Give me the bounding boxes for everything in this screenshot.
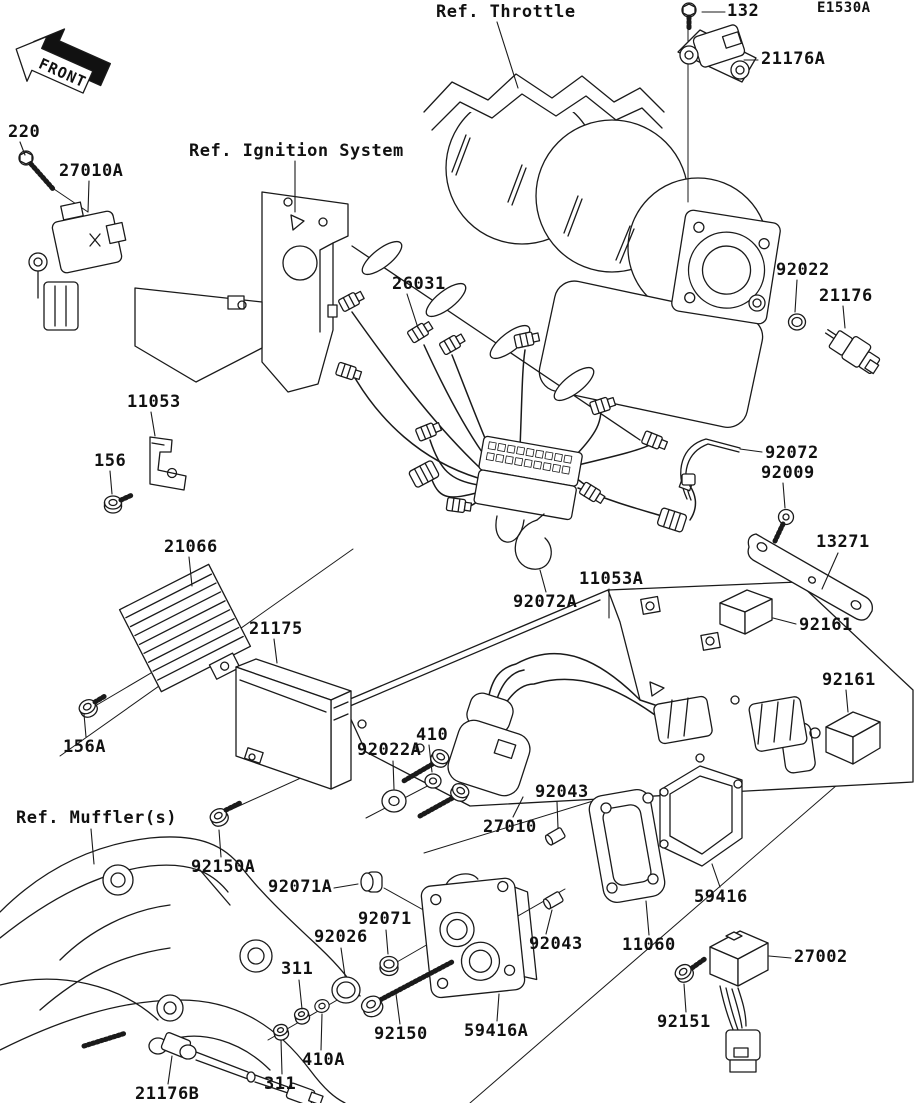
map-sensor-art (677, 2, 757, 203)
stay-13271-art (747, 533, 873, 621)
label-part-13271[interactable]: 13271 (816, 532, 870, 552)
label-part-21176[interactable]: 21176 (819, 286, 873, 306)
clamp-92072a-art (514, 513, 552, 570)
damper-92161-lower-art (825, 711, 881, 765)
wiring-harness-art (327, 288, 697, 543)
ignition-relay-art (18, 150, 127, 331)
muffler-art (0, 836, 361, 1103)
label-part-156[interactable]: 156 (94, 451, 127, 471)
label-ref-muffler: Ref. Muffler(s) (16, 808, 178, 828)
label-part-410a[interactable]: 410A (302, 1050, 345, 1070)
label-part-92072[interactable]: 92072 (765, 443, 819, 463)
label-part-27010a[interactable]: 27010A (59, 161, 124, 181)
sensor-21176-art (787, 313, 881, 375)
label-part-26031[interactable]: 26031 (392, 274, 446, 294)
small-fittings-art (271, 871, 399, 1043)
label-part-27010[interactable]: 27010 (483, 817, 537, 837)
label-part-11053[interactable]: 11053 (127, 392, 181, 412)
label-part-92150[interactable]: 92150 (374, 1024, 428, 1044)
label-part-59416a[interactable]: 59416A (464, 1021, 529, 1041)
label-part-92071[interactable]: 92071 (358, 909, 412, 929)
bracket-11053-art (103, 436, 187, 514)
gasket-11060-art (588, 789, 666, 903)
label-part-92022a[interactable]: 92022A (357, 740, 422, 760)
label-part-92043-lower[interactable]: 92043 (529, 934, 583, 954)
label-part-11060[interactable]: 11060 (622, 935, 676, 955)
label-part-311-upper[interactable]: 311 (281, 959, 314, 979)
label-part-410[interactable]: 410 (416, 725, 449, 745)
screw-92009-art (772, 508, 795, 544)
leader-lines (19, 11, 849, 1085)
label-part-311-lower[interactable]: 311 (264, 1074, 297, 1094)
label-ref-throttle: Ref. Throttle (436, 2, 576, 22)
starter-relay-27010-art (381, 652, 808, 819)
label-part-92161-upper[interactable]: 92161 (799, 615, 853, 635)
label-part-92150a[interactable]: 92150A (191, 857, 256, 877)
label-part-21176a[interactable]: 21176A (761, 49, 826, 69)
front-direction-arrow: FRONT (15, 28, 112, 94)
clamp-92072-art (678, 438, 741, 501)
label-part-92022[interactable]: 92022 (776, 260, 830, 280)
label-part-92071a[interactable]: 92071A (268, 877, 333, 897)
label-part-11053a[interactable]: 11053A (579, 569, 644, 589)
intake-manifold-art (351, 73, 781, 441)
sensor-21176b-art (148, 1032, 324, 1103)
label-part-27002[interactable]: 27002 (794, 947, 848, 967)
duct-59416-art (659, 765, 743, 867)
label-part-92026[interactable]: 92026 (314, 927, 368, 947)
damper-92161-upper-art (719, 589, 773, 635)
label-part-220[interactable]: 220 (8, 122, 41, 142)
label-part-21066[interactable]: 21066 (164, 537, 218, 557)
label-code-e1530a: E1530A (817, 0, 871, 16)
label-part-92161-lower[interactable]: 92161 (822, 670, 876, 690)
label-part-92151[interactable]: 92151 (657, 1012, 711, 1032)
label-part-92072a[interactable]: 92072A (513, 592, 578, 612)
label-part-21175[interactable]: 21175 (249, 619, 303, 639)
spacer-92043-upper-art (543, 826, 567, 847)
label-part-132[interactable]: 132 (727, 1, 760, 21)
label-part-59416[interactable]: 59416 (694, 887, 748, 907)
relay-27002-art (671, 930, 769, 1073)
ecu-21175-art (207, 658, 352, 830)
label-part-21176b[interactable]: 21176B (135, 1084, 200, 1103)
label-part-156a[interactable]: 156A (63, 737, 106, 757)
ignition-bracket-art (134, 191, 349, 393)
spacer-92043-lower-art (541, 890, 565, 911)
label-part-92043-upper[interactable]: 92043 (535, 782, 589, 802)
label-part-92009[interactable]: 92009 (761, 463, 815, 483)
housing-59416a-art (360, 873, 538, 1018)
regulator-21066-art (75, 563, 252, 721)
label-ref-ignition-system: Ref. Ignition System (189, 141, 404, 161)
